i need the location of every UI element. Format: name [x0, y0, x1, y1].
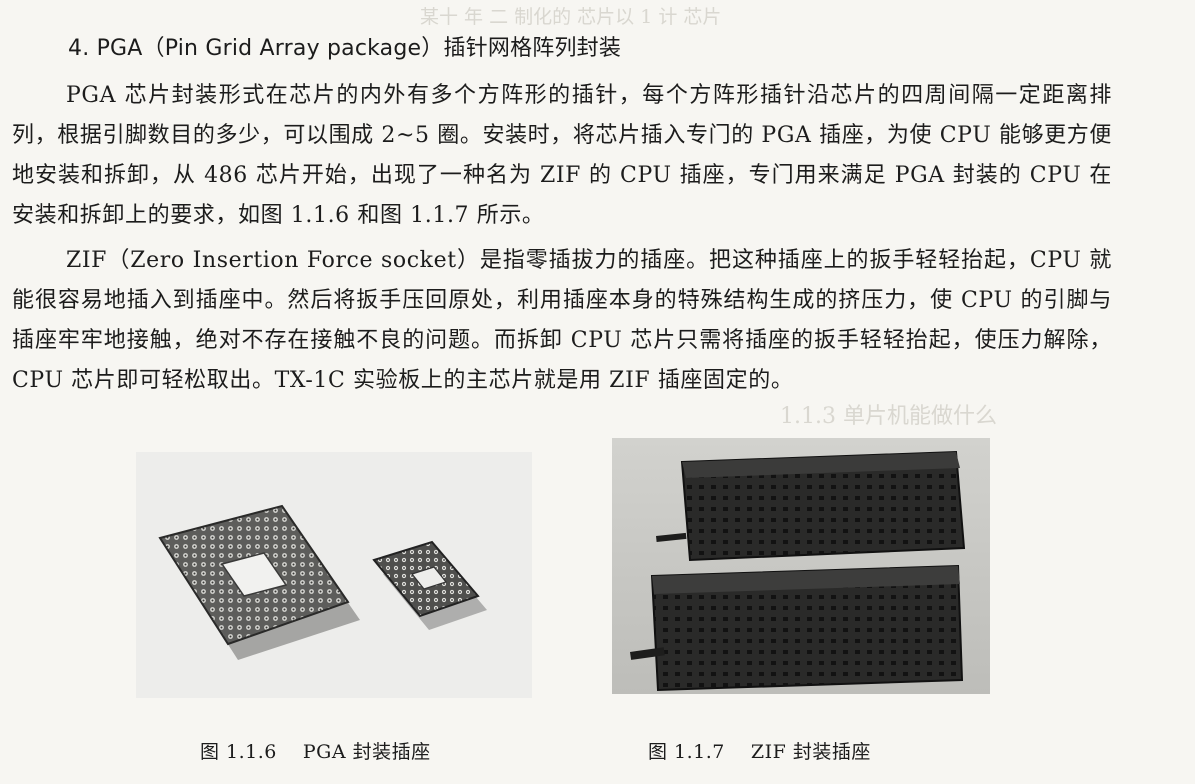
- zif-socket-photo-icon: [612, 438, 990, 694]
- figure-caption-pga: 图 1.1.6 PGA 封装插座: [200, 737, 431, 764]
- figure-caption-text: ZIF 封装插座: [750, 741, 871, 763]
- bleed-through-text: 某十 年 二 制化的 芯片以 1 计 芯片: [420, 6, 722, 28]
- paragraph-zif: ZIF（Zero Insertion Force socket）是指零插拔力的插…: [12, 248, 1112, 393]
- bleed-through-heading: 1.1.3 单片机能做什么: [780, 404, 997, 429]
- figure-caption-text: PGA 封装插座: [302, 741, 431, 763]
- figure-number: 图 1.1.6: [200, 741, 277, 763]
- section-heading: 4. PGA（Pin Grid Array package）插针网格阵列封装: [68, 36, 622, 61]
- figure-caption-zif: 图 1.1.7 ZIF 封装插座: [648, 737, 871, 764]
- paragraph-pga: PGA 芯片封装形式在芯片的内外有多个方阵形的插针，每个方阵形插针沿芯片的四周间…: [12, 83, 1112, 228]
- figure-number: 图 1.1.7: [648, 741, 725, 763]
- pga-chip-photo-icon: [136, 452, 532, 698]
